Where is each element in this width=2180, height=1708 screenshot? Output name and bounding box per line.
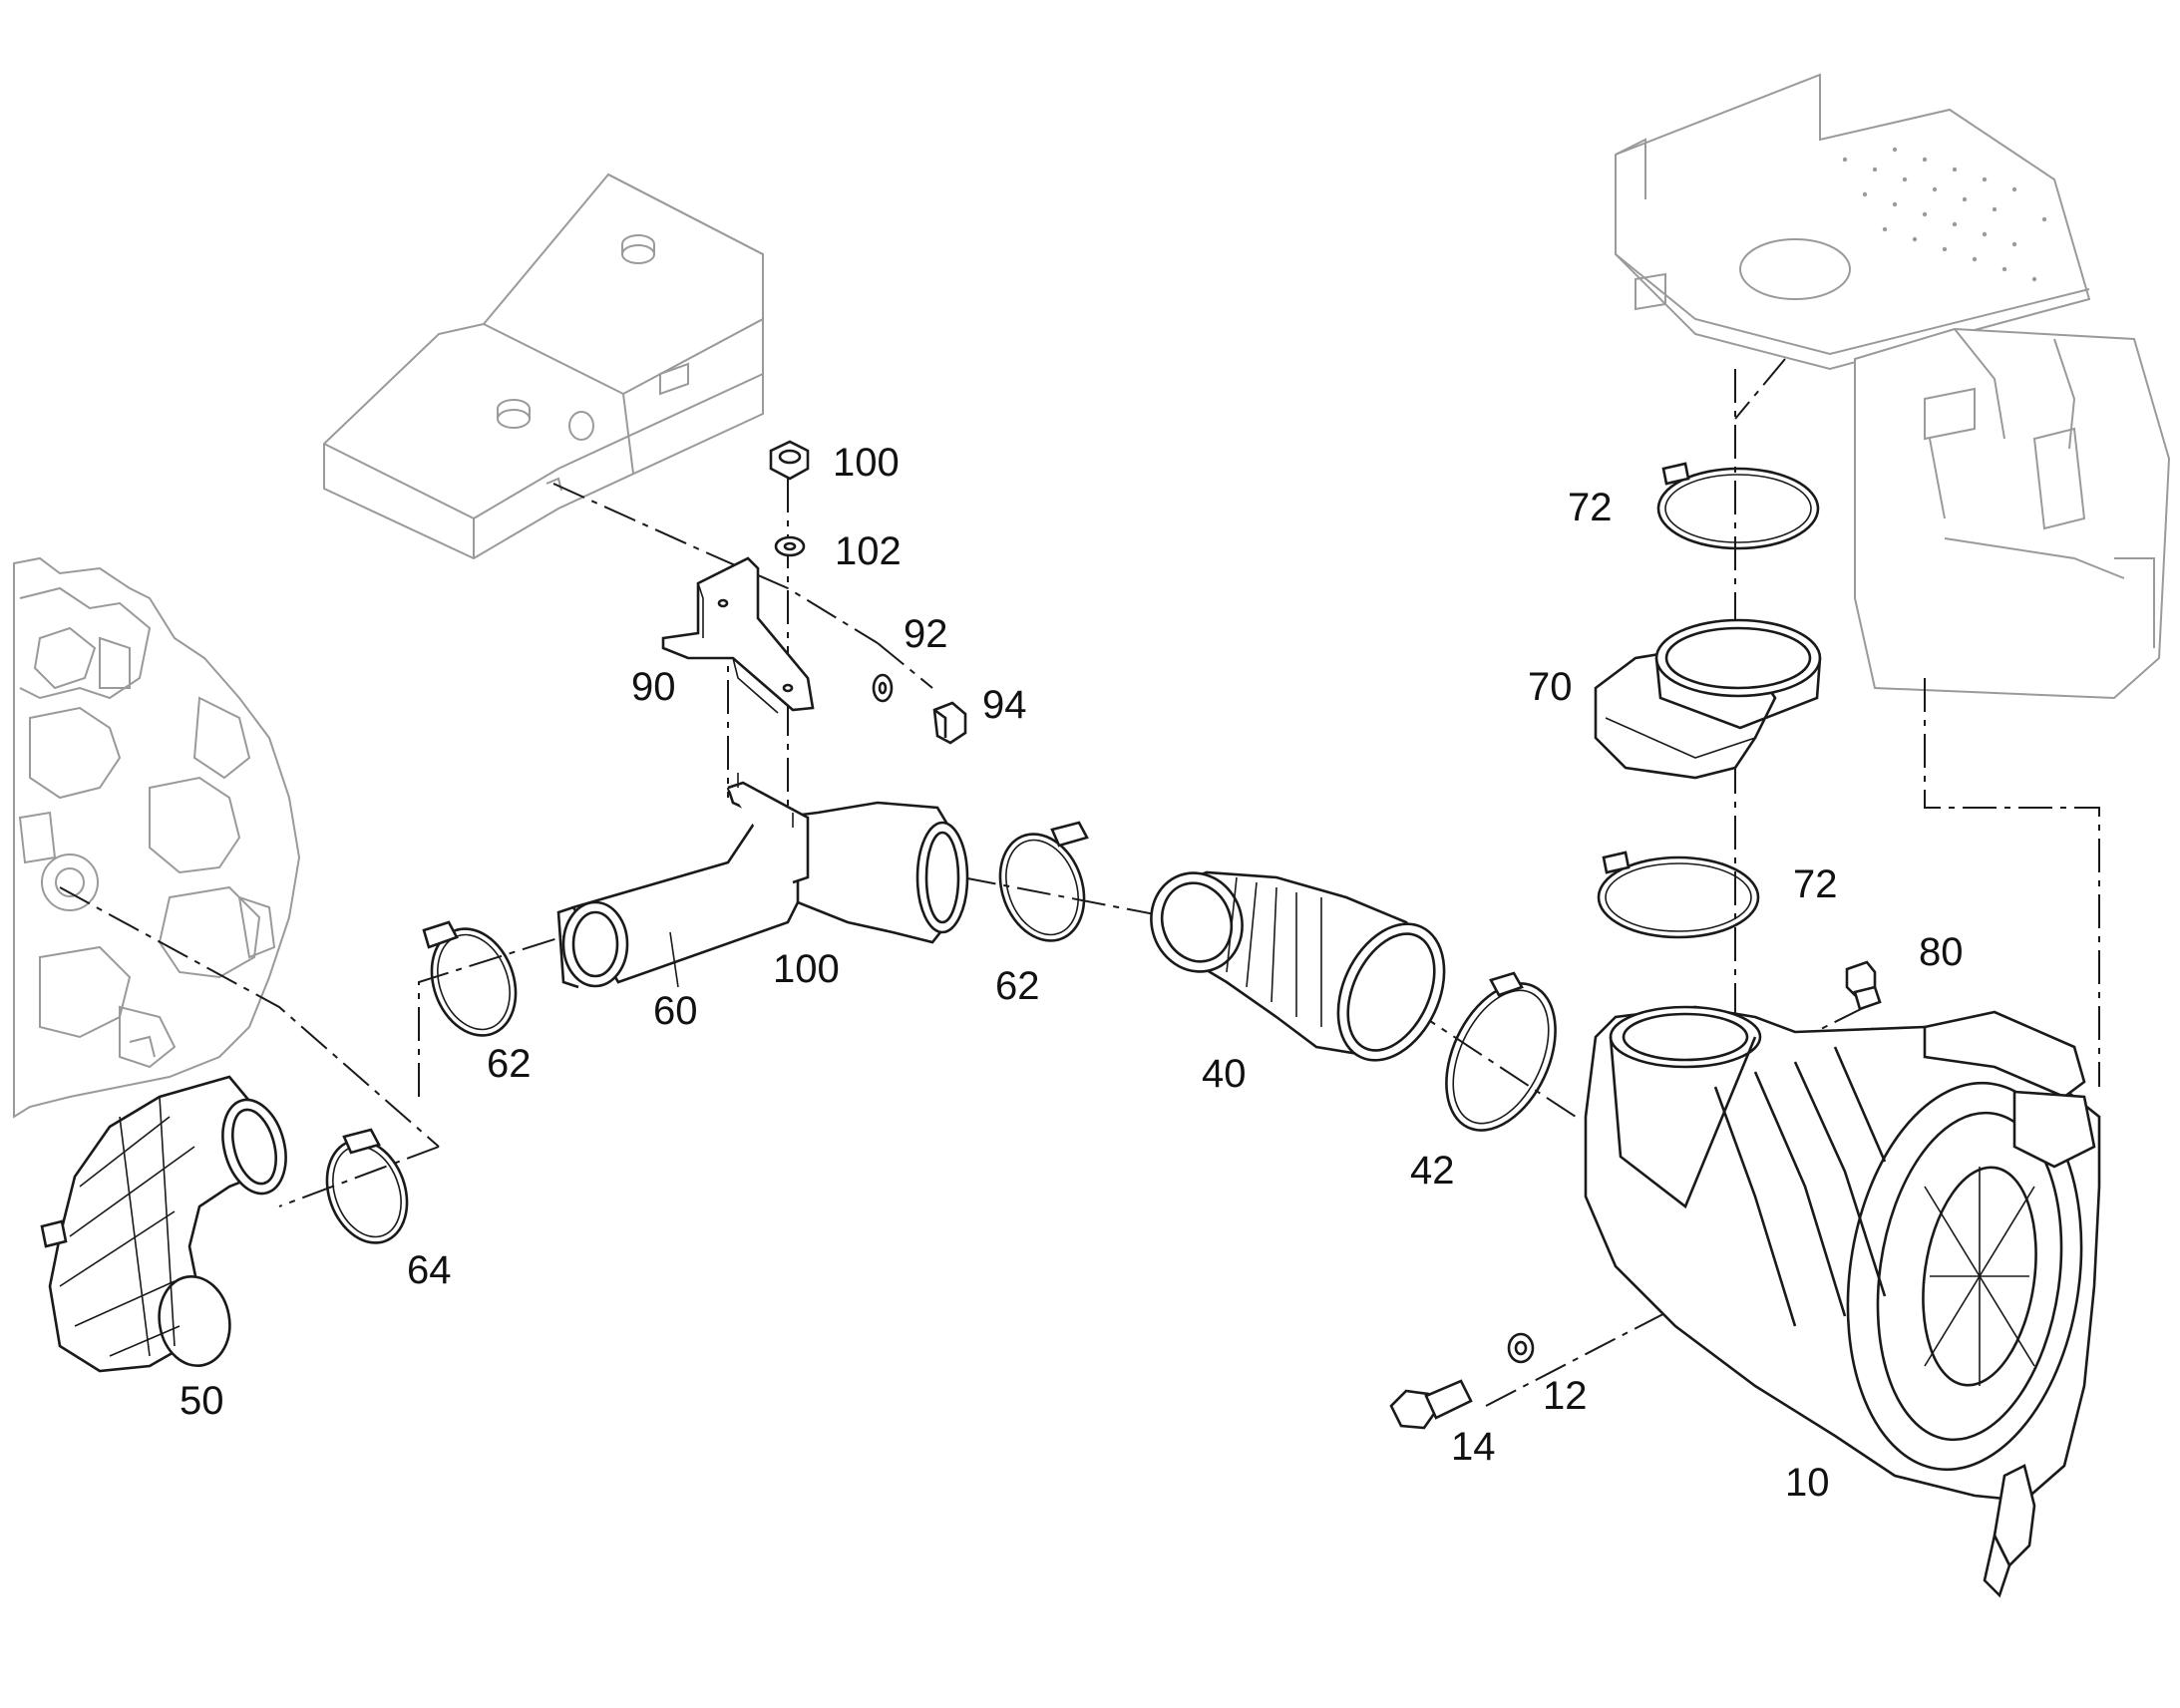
washer-12 bbox=[1507, 1332, 1535, 1364]
label-part-12: 12 bbox=[1543, 1374, 1588, 1418]
label-part-90: 90 bbox=[631, 665, 676, 709]
label-part-102: 102 bbox=[835, 529, 902, 573]
part-number-labels: 100 102 92 90 94 100 60 62 62 64 50 40 4… bbox=[180, 441, 1964, 1505]
label-part-62-middle: 62 bbox=[995, 964, 1040, 1008]
label-part-80: 80 bbox=[1919, 930, 1964, 974]
label-part-14: 14 bbox=[1451, 1425, 1496, 1469]
bolt-14 bbox=[1389, 1379, 1473, 1430]
hood-cover-context bbox=[323, 172, 764, 560]
nut-100 bbox=[769, 440, 810, 481]
bellows-hose-40 bbox=[1150, 870, 1446, 1062]
bracket-90 bbox=[661, 556, 815, 714]
clamp-42 bbox=[1445, 971, 1557, 1132]
label-part-60: 60 bbox=[653, 989, 698, 1033]
rain-cap-70 bbox=[1594, 618, 1822, 780]
label-part-94: 94 bbox=[982, 683, 1027, 727]
clamp-72-lower bbox=[1597, 851, 1760, 939]
platform-panel-context bbox=[1615, 73, 2171, 700]
clamp-62-middle bbox=[998, 821, 1089, 942]
washer-92 bbox=[872, 673, 894, 703]
label-part-100-nut: 100 bbox=[833, 441, 900, 485]
clamp-64 bbox=[325, 1128, 409, 1244]
sensor-80 bbox=[1845, 960, 1882, 1011]
label-part-10: 10 bbox=[1785, 1461, 1830, 1505]
engine-context bbox=[13, 556, 301, 1119]
label-part-92: 92 bbox=[904, 612, 948, 656]
bolt-94 bbox=[932, 701, 967, 745]
label-part-72-top: 72 bbox=[1568, 486, 1613, 529]
label-part-70: 70 bbox=[1528, 665, 1573, 709]
air-filter-10 bbox=[1584, 1005, 2101, 1598]
elbow-hose-50 bbox=[40, 1075, 287, 1373]
label-part-50: 50 bbox=[180, 1379, 224, 1423]
label-part-62-left: 62 bbox=[487, 1042, 532, 1086]
clamp-62-left bbox=[422, 920, 518, 1037]
clamp-72-top bbox=[1656, 462, 1820, 550]
label-part-40: 40 bbox=[1202, 1052, 1247, 1096]
label-part-42: 42 bbox=[1410, 1149, 1455, 1193]
label-part-100-stud: 100 bbox=[773, 947, 840, 991]
platform-perforation-dots bbox=[1842, 147, 2047, 282]
pipe-60 bbox=[556, 773, 969, 989]
washer-102 bbox=[774, 535, 806, 557]
label-part-72-lower: 72 bbox=[1793, 862, 1838, 906]
label-part-64: 64 bbox=[407, 1248, 452, 1292]
